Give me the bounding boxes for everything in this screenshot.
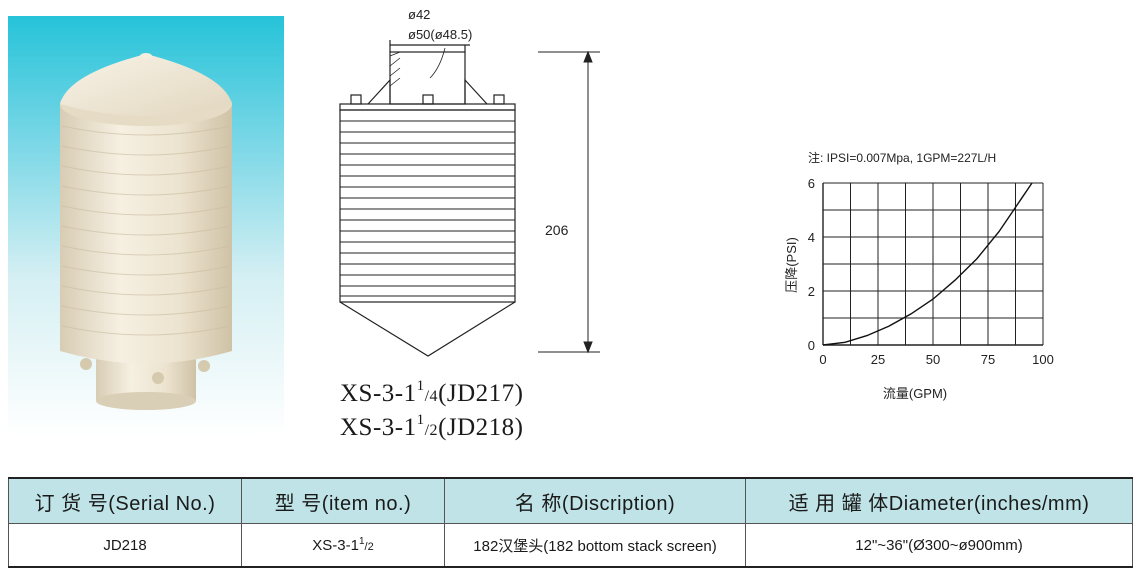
dim-outer-label: ø50(ø48.5) — [408, 27, 472, 42]
x-tick-label: 25 — [871, 352, 885, 367]
model-label-jd218: XS-3-11/2(JD218) — [340, 412, 524, 441]
spec-table: 订 货 号(Serial No.) 型 号(item no.) 名 称(Disc… — [8, 477, 1133, 568]
pressure-drop-chart: 注: IPSI=0.007Mpa, 1GPM=227L/H 0 25 50 75 100… — [784, 150, 1054, 401]
header-serial: 订 货 号(Serial No.) — [8, 477, 242, 524]
x-tick-labels: 0 25 50 75 100 — [819, 352, 1053, 367]
technical-drawing: ø42 ø50(ø48.5) 206 — [339, 7, 600, 357]
chart-grid — [822, 182, 1044, 346]
height-dimension — [538, 50, 600, 354]
table-header-row: 订 货 号(Serial No.) 型 号(item no.) 名 称(Disc… — [8, 477, 1133, 524]
y-tick-labels: 0 2 4 6 — [808, 176, 815, 353]
table-row: JD218 XS-3-11/2 182汉堡头(182 bottom stack … — [8, 523, 1133, 568]
y-tick-label: 0 — [808, 338, 815, 353]
header-description: 名 称(Discription) — [444, 477, 746, 524]
product-photo — [8, 16, 284, 436]
y-tick-label: 2 — [808, 284, 815, 299]
dim-inner-label: ø42 — [408, 7, 430, 22]
x-tick-label: 50 — [926, 352, 940, 367]
x-tick-label: 100 — [1032, 352, 1054, 367]
x-tick-label: 0 — [819, 352, 826, 367]
header-item: 型 号(item no.) — [241, 477, 445, 524]
slot-lines — [61, 125, 231, 336]
y-tick-label: 4 — [808, 230, 815, 245]
cell-serial: JD218 — [8, 523, 242, 568]
x-tick-label: 75 — [981, 352, 995, 367]
height-label: 206 — [545, 222, 569, 238]
y-tick-label: 6 — [808, 176, 815, 191]
cell-description: 182汉堡头(182 bottom stack screen) — [444, 523, 746, 568]
chart-note: 注: IPSI=0.007Mpa, 1GPM=227L/H — [808, 150, 996, 165]
model-label-jd217: XS-3-11/4(JD217) — [340, 378, 524, 407]
y-axis-label: 压降(PSI) — [784, 237, 799, 293]
cell-item: XS-3-11/2 — [241, 523, 445, 568]
header-diameter: 适 用 罐 体Diameter(inches/mm) — [745, 477, 1133, 524]
slot-rings — [340, 120, 515, 297]
cell-diameter: 12"~36"(Ø300~ø900mm) — [745, 523, 1133, 568]
pressure-curve — [822, 182, 1033, 346]
strainer-illustration — [60, 53, 232, 410]
x-axis-label: 流量(GPM) — [883, 386, 947, 401]
